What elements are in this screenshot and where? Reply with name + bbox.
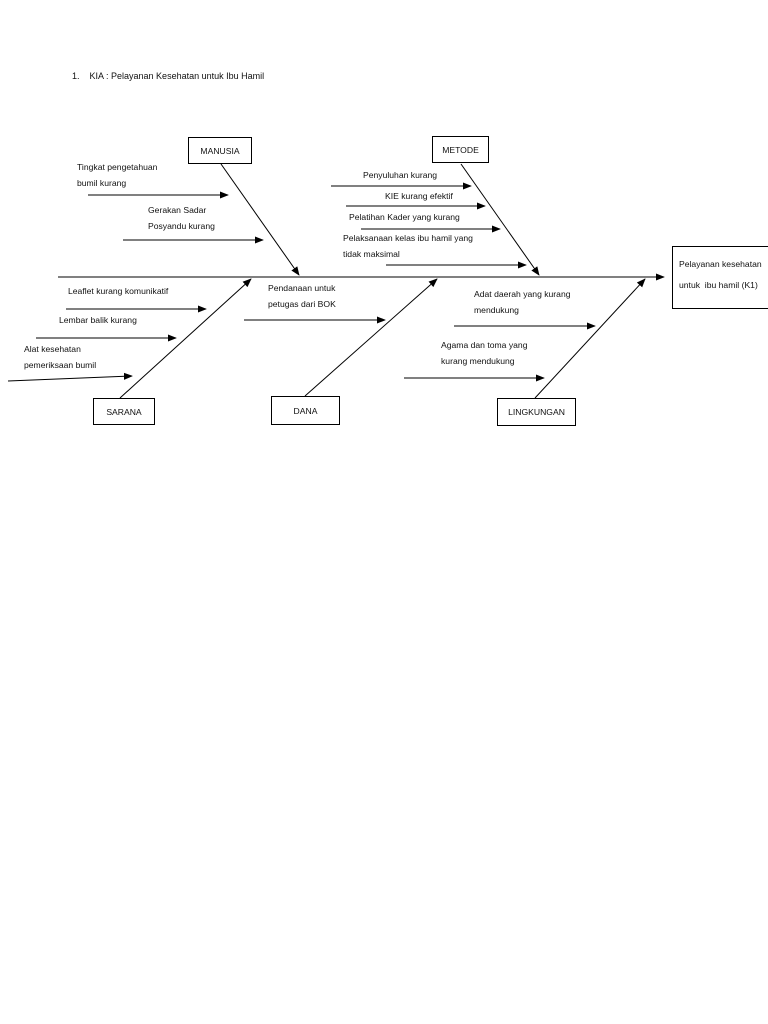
cause-label: Tingkat pengetahuan bumil kurang xyxy=(77,162,158,188)
bone-sarana xyxy=(119,278,252,399)
category-sarana: SARANA xyxy=(93,398,155,425)
category-manusia: MANUSIA xyxy=(188,137,252,164)
category-lingkungan: LINGKUNGAN xyxy=(497,398,576,426)
cause-label: Leaflet kurang komunikatif xyxy=(68,286,169,296)
document-heading: 1. KIA : Pelayanan Kesehatan untuk Ibu H… xyxy=(72,71,265,81)
cause-label: Gerakan Sadar Posyandu kurang xyxy=(148,205,215,231)
cause-arrow xyxy=(7,372,133,382)
bone-manusia xyxy=(220,163,300,276)
bone-metode xyxy=(460,163,540,276)
cause-label: Pelaksanaan kelas ibu hamil yang tidak m… xyxy=(343,233,473,259)
effect-box: Pelayanan kesehatan untuk ibu hamil (K1) xyxy=(672,246,768,309)
bone-lingkungan xyxy=(534,278,646,399)
cause-label: Agama dan toma yang kurang mendukung xyxy=(441,340,528,366)
category-metode: METODE xyxy=(432,136,489,163)
cause-label: Adat daerah yang kurang mendukung xyxy=(474,289,571,315)
cause-label: Pendanaan untuk petugas dari BOK xyxy=(268,283,336,309)
cause-label: Pelatihan Kader yang kurang xyxy=(349,212,460,222)
category-dana: DANA xyxy=(271,396,340,425)
cause-label: Lembar balik kurang xyxy=(59,315,137,325)
cause-label: Alat kesehatan pemeriksaan bumil xyxy=(24,344,97,370)
cause-label: Penyuluhan kurang xyxy=(363,170,438,180)
cause-label: KIE kurang efektif xyxy=(385,191,453,201)
bone-dana xyxy=(304,278,438,397)
